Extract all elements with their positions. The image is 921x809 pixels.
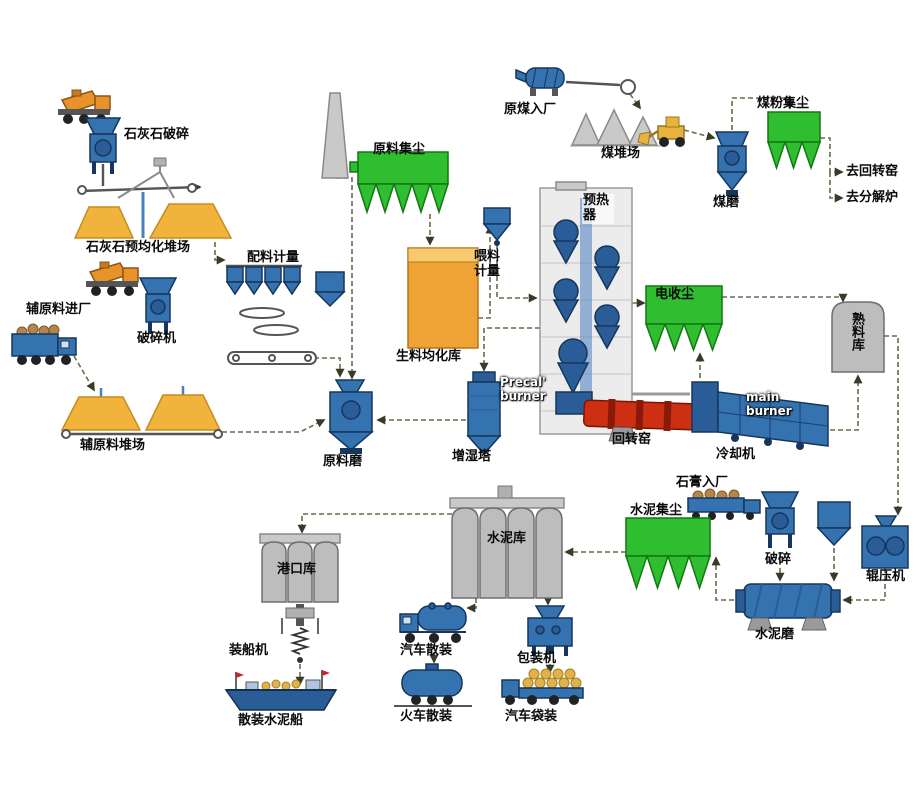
- label-batching: 配料计量: [247, 250, 300, 265]
- gypsum-crusher: [760, 491, 800, 548]
- label-aux-entry: 辅原料进厂: [26, 302, 92, 317]
- label-gypsum-entry: 石膏入厂: [676, 475, 729, 490]
- label-feed-metering: 喂料计量: [474, 249, 501, 279]
- batching-station: [225, 264, 346, 365]
- label-humidifier: 增湿塔: [452, 449, 492, 464]
- label-coal-mill: 煤磨: [713, 195, 740, 210]
- feed-metering-hopper: [482, 207, 512, 246]
- limestone-yard-piles: [73, 192, 233, 239]
- cement-dust-collector: [624, 517, 712, 591]
- label-to-calciner: 去分解炉: [846, 190, 899, 205]
- bag-truck: [501, 668, 584, 705]
- label-raw-dust: 原料集尘: [373, 142, 426, 157]
- label-rotary-kiln: 回转窑: [612, 432, 652, 447]
- ship-loader: [281, 604, 319, 663]
- wheel-loader: [637, 116, 685, 147]
- clinker-cooler: [691, 381, 829, 450]
- label-limestone-crushing: 石灰石破碎: [124, 127, 190, 142]
- label-truck-bulk: 汽车散装: [400, 643, 453, 658]
- label-port-silo: 港口库: [277, 562, 317, 577]
- cement-silo-group: [449, 485, 565, 599]
- label-crusher-machine: 破碎机: [137, 331, 177, 346]
- cement-mill: [735, 583, 841, 631]
- label-packer: 包装机: [517, 651, 557, 666]
- rotary-kiln: [583, 398, 697, 443]
- label-coal-dust: 煤粉集尘: [757, 96, 810, 111]
- aux-mixer-truck: [85, 261, 139, 297]
- label-cement-dust: 水泥集尘: [630, 503, 683, 518]
- label-main-burner: main burner: [746, 390, 792, 418]
- label-preheater: 预热器: [582, 193, 614, 224]
- raw-dust-collector: [349, 151, 450, 215]
- label-cement-silo: 水泥库: [487, 531, 527, 546]
- label-bulk-ship: 散装水泥船: [238, 713, 304, 728]
- raw-meal-blending-silo: [407, 247, 479, 349]
- port-silo-group: [259, 533, 341, 603]
- label-raw-mill: 原料磨: [323, 454, 363, 469]
- label-ship-loader: 装船机: [229, 643, 269, 658]
- label-limestone-yard: 石灰石预均化堆场: [86, 240, 191, 255]
- label-cement-mill: 水泥磨: [755, 627, 795, 642]
- label-precal-burner: Precal' burner: [500, 375, 546, 403]
- humidifying-tower: [466, 371, 502, 456]
- coal-entry-mill: [515, 67, 565, 96]
- gypsum-truck: [687, 488, 761, 520]
- clinker-silo: [831, 301, 885, 373]
- dump-truck: [11, 323, 77, 365]
- label-raw-meal-silo: 生料均化库: [396, 349, 462, 364]
- label-clinker-silo: 熟料库: [848, 312, 864, 351]
- label-aux-yard: 辅原料堆场: [80, 438, 146, 453]
- aux-crusher: [138, 277, 178, 334]
- bulk-cement-ship: [224, 670, 338, 711]
- aux-yard-piles: [60, 386, 223, 439]
- label-raw-coal-entry: 原煤入厂: [504, 102, 557, 117]
- coal-dust-collector: [766, 111, 822, 171]
- limestone-stacker: [117, 157, 175, 199]
- coal-mill: [714, 131, 750, 196]
- label-cooler: 冷却机: [716, 447, 756, 462]
- label-esp: 电收尘: [655, 287, 695, 302]
- esp-dust-collector: [644, 285, 724, 353]
- coal-conveyor: [565, 79, 636, 95]
- roller-press: [861, 515, 909, 569]
- coal-yard-piles: [570, 108, 660, 147]
- preheater-tower: [539, 181, 633, 435]
- limestone-crusher: [84, 117, 122, 174]
- rail-tanker: [394, 663, 472, 707]
- packing-machine: [527, 605, 573, 656]
- feed-bin: [816, 501, 852, 547]
- raw-mill: [327, 379, 375, 454]
- label-train-bulk: 火车散装: [400, 709, 453, 724]
- label-to-kiln: 去回转窑: [846, 164, 899, 179]
- label-coal-yard: 煤堆场: [601, 146, 641, 161]
- label-roller-press: 辊压机: [866, 569, 906, 584]
- bulk-truck: [399, 602, 467, 643]
- label-truck-bag: 汽车袋装: [505, 709, 558, 724]
- chimney: [321, 92, 349, 179]
- label-crushing: 破碎: [765, 552, 792, 567]
